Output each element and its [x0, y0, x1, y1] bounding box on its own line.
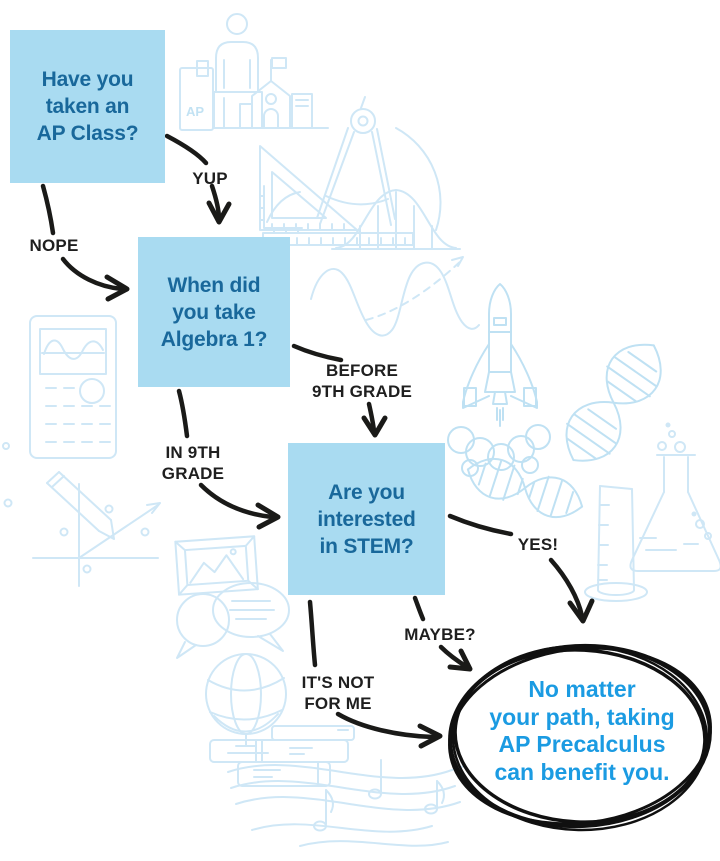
- edge-label-yup: YUP: [192, 169, 228, 188]
- node-text-line: Are you: [328, 480, 405, 504]
- pencil-graph-icon: [2, 442, 161, 587]
- speech-bubbles-icon: [176, 582, 290, 659]
- dna-icon: [565, 343, 662, 462]
- node-text-line: Algebra 1?: [160, 327, 268, 351]
- node-when-did-you-take-algebra-1: When did you take Algebra 1?: [138, 237, 290, 387]
- drafting-compass-icon: [316, 96, 442, 231]
- node-have-you-taken-ap-class: Have you taken an AP Class?: [10, 30, 165, 183]
- node-text-line: you take: [172, 300, 256, 324]
- edge-label-its-not-for-me: IT'S NOT FOR ME: [301, 673, 375, 713]
- mini-graph-icon: [259, 185, 303, 233]
- calculator-icon: [29, 315, 117, 459]
- edge-label-nope: NOPE: [29, 236, 79, 255]
- picture-frame-icon: [174, 535, 259, 596]
- presenter-icon: [213, 13, 263, 129]
- set-square-icon: [259, 145, 414, 246]
- flask-icon: [629, 422, 720, 572]
- ap-document-label: AP: [186, 104, 204, 119]
- measuring-cylinder-icon: [584, 485, 648, 602]
- school-icon: [213, 57, 329, 129]
- edge-label-before-9th-grade: BEFORE 9TH GRADE: [311, 361, 413, 401]
- result-text-line: No matter: [528, 676, 636, 702]
- edge-label-maybe: MAYBE?: [404, 625, 476, 644]
- sine-wave-icon: [310, 256, 480, 337]
- ap-document-icon: AP: [179, 60, 214, 131]
- edge-label-in-9th-grade: IN 9TH GRADE: [161, 443, 225, 483]
- arrow-yes: [447, 513, 595, 624]
- node-are-you-interested-in-stem: Are you interested in STEM?: [288, 443, 445, 595]
- result-text-line: AP Precalculus: [498, 731, 666, 757]
- edge-label-yes: YES!: [517, 535, 559, 554]
- node-text-line: taken an: [45, 95, 130, 118]
- globe-icon: [205, 653, 287, 754]
- node-text-line: Have you: [41, 68, 134, 91]
- space-shuttle-icon: [447, 283, 551, 477]
- node-text-line: When did: [167, 273, 261, 297]
- node-text-line: in STEM?: [319, 534, 414, 558]
- result-text-line: can benefit you.: [494, 758, 670, 785]
- books-icon: [209, 725, 355, 787]
- bell-curve-icon: [331, 189, 461, 250]
- node-text-line: AP Class?: [36, 122, 139, 145]
- node-text-line: interested: [317, 507, 416, 531]
- result-text-line: your path, taking: [489, 703, 675, 730]
- result-message: No matter your path, taking AP Precalcul…: [462, 676, 702, 786]
- small-dna-icon: [466, 457, 584, 519]
